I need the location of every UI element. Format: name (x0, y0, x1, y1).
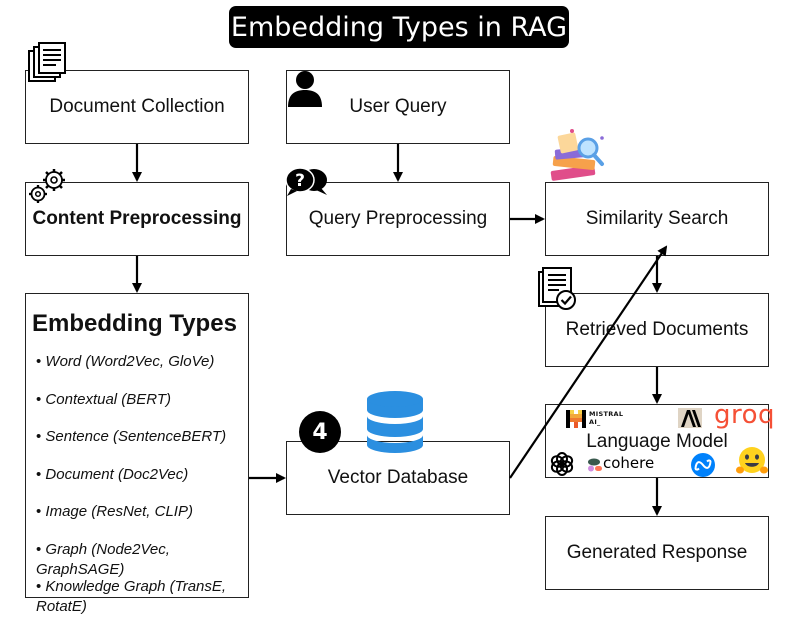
embedding-types-node: Embedding Types Word (Word2Vec, GloVe) C… (25, 293, 249, 615)
flow-arrows (132, 144, 668, 516)
diagram-title: Embedding Types in RAG (229, 6, 569, 48)
similarity-search-label: Similarity Search (585, 208, 729, 229)
step-number-badge: 4 (299, 411, 341, 453)
anthropic-icon (678, 408, 702, 428)
cohere-icon (588, 458, 602, 472)
books-search-icon (550, 129, 604, 181)
embedding-type-item: Document (Doc2Vec) (36, 465, 248, 503)
embedding-type-item: Image (ResNet, CLIP) (36, 502, 248, 540)
generated-response-node: Generated Response (545, 516, 769, 590)
embedding-types-list: Word (Word2Vec, GloVe) Contextual (BERT)… (36, 352, 248, 615)
retrieved-documents-node: Retrieved Documents (545, 293, 769, 367)
meta-icon (691, 453, 715, 477)
user-query-label: User Query (349, 96, 447, 117)
mistral-logo: MISTRAL AI_ (566, 410, 630, 432)
vector-database-label: Vector Database (327, 467, 469, 488)
document-collection-node: Document Collection (25, 70, 249, 144)
query-preprocessing-label: Query Preprocessing (308, 208, 488, 229)
generated-response-label: Generated Response (566, 542, 748, 563)
embedding-types-title: Embedding Types (32, 310, 237, 337)
user-icon (288, 71, 322, 107)
retrieved-documents-label: Retrieved Documents (565, 319, 749, 340)
checklist-icon (538, 267, 576, 310)
query-preprocessing-node: Query Preprocessing (286, 182, 510, 256)
groq-logo: groq (714, 400, 776, 430)
mistral-text: MISTRAL AI_ (589, 410, 624, 426)
similarity-search-node: Similarity Search (545, 182, 769, 256)
content-preprocessing-label: Content Preprocessing (32, 208, 242, 229)
embedding-type-item: Contextual (BERT) (36, 390, 248, 428)
question-chat-icon: ? (285, 167, 327, 196)
document-collection-label: Document Collection (49, 96, 225, 117)
svg-text:?: ? (295, 171, 305, 191)
vector-database-node: Vector Database (286, 441, 510, 515)
mistral-icon (566, 410, 586, 428)
arrow-vectordb-to-similarity (509, 245, 668, 479)
huggingface-icon (736, 447, 768, 474)
database-icon (367, 391, 423, 453)
gears-icon (29, 169, 65, 203)
cohere-logo: cohere (588, 454, 668, 475)
embedding-type-item: Sentence (SentenceBERT) (36, 427, 248, 465)
documents-icon (28, 42, 66, 82)
embedding-type-item: Word (Word2Vec, GloVe) (36, 352, 248, 390)
user-query-node: User Query (286, 70, 510, 144)
cohere-text: cohere (603, 454, 655, 472)
embedding-type-item: Graph (Node2Vec, GraphSAGE) (36, 540, 248, 578)
step-number-text: 4 (312, 419, 328, 445)
openai-icon (550, 452, 574, 476)
language-model-label: Language Model (586, 431, 728, 452)
content-preprocessing-node: Content Preprocessing (25, 182, 249, 256)
